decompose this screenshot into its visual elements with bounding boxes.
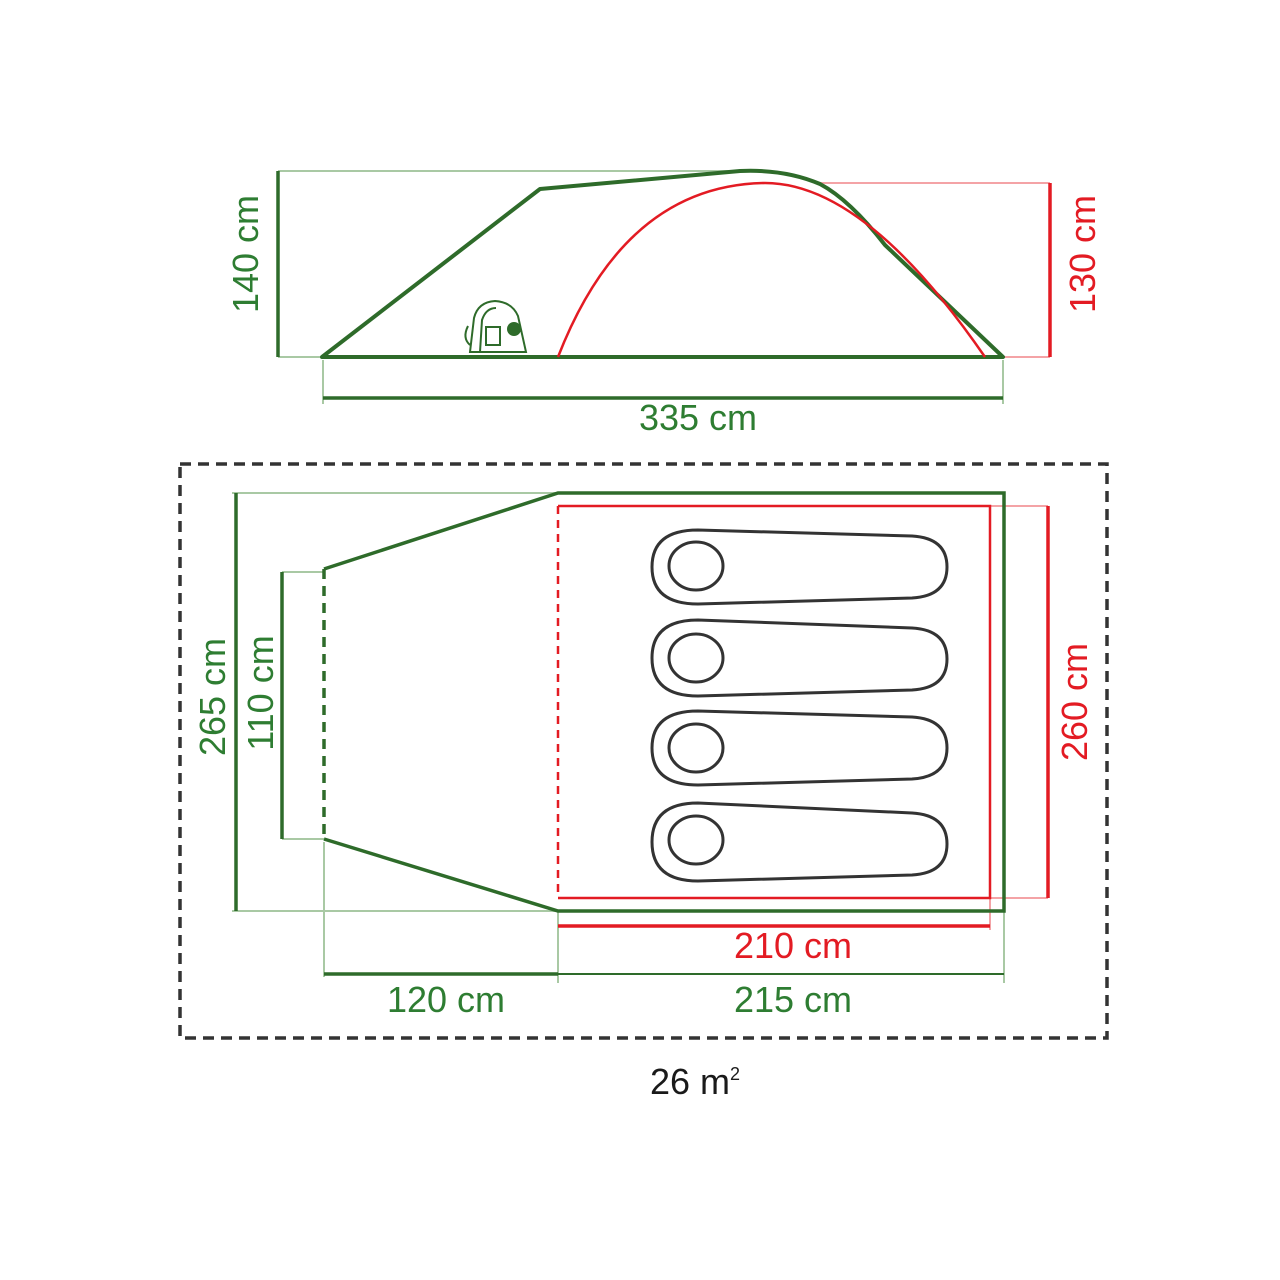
sleeping-bag-icon xyxy=(650,528,949,606)
area-label-group: 26 m2 xyxy=(650,1061,740,1102)
area-superscript: 2 xyxy=(730,1064,740,1084)
height-outer-label: 140 cm xyxy=(225,195,266,313)
outer-tent-plan xyxy=(323,491,1006,913)
top-view: 265 cm 110 cm 260 cm 210 cm 120 cm 215 c… xyxy=(178,462,1109,1040)
side-view: 140 cm 130 cm 335 cm xyxy=(225,168,1103,438)
width-entrance-label: 110 cm xyxy=(240,635,281,750)
backpack-icon xyxy=(464,299,528,353)
length-porch-label: 120 cm xyxy=(387,979,505,1020)
outer-tent-profile xyxy=(320,168,1005,359)
sleeping-bag-icon xyxy=(650,709,949,787)
sleeping-bags xyxy=(650,528,949,883)
sleeping-bag-icon xyxy=(650,801,949,883)
area-label: 26 m2 xyxy=(650,1061,740,1102)
width-outer-label: 265 cm xyxy=(192,638,233,756)
length-bedroom-label: 215 cm xyxy=(734,979,852,1020)
footprint-outline xyxy=(178,462,1109,1040)
sleeping-bag-icon xyxy=(650,618,949,698)
width-inner-label: 260 cm xyxy=(1054,643,1095,761)
height-inner-label: 130 cm xyxy=(1062,195,1103,313)
inner-tent-profile xyxy=(556,181,987,358)
length-label: 335 cm xyxy=(639,397,757,438)
length-inner-label: 210 cm xyxy=(734,925,852,966)
area-value: 26 m xyxy=(650,1061,730,1102)
inner-tent-plan xyxy=(558,504,992,900)
